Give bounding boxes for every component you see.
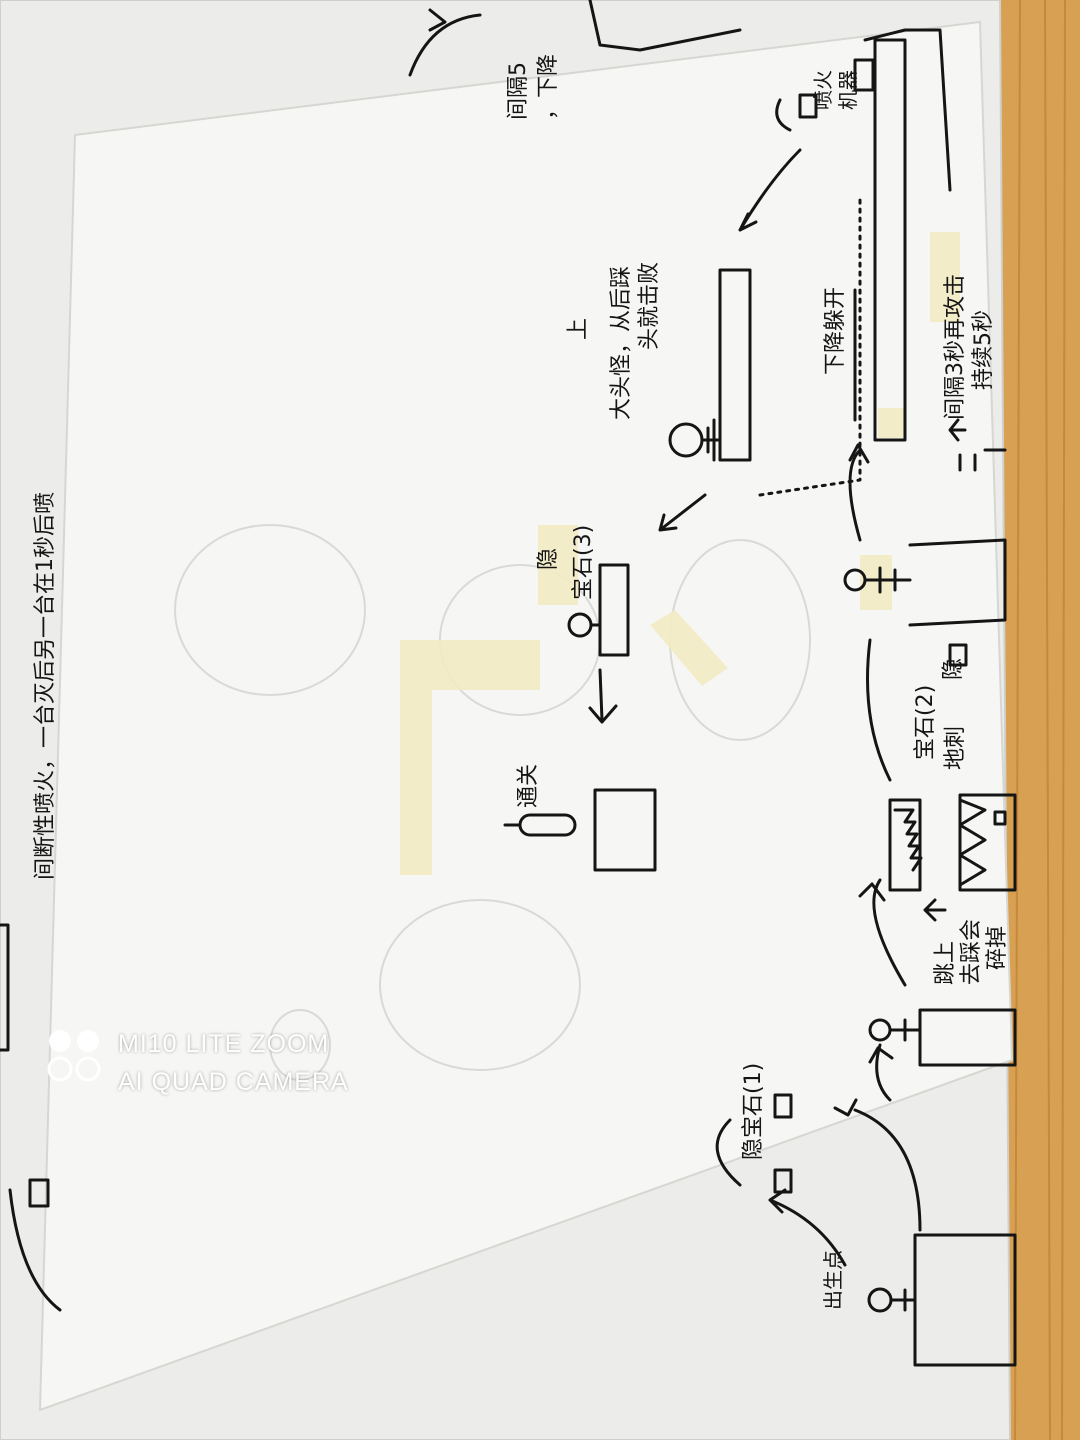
gem-block <box>948 643 968 667</box>
third-block <box>908 538 1007 627</box>
fire-gear-line2: 机器 <box>836 70 860 110</box>
back-note-right-2: ，下降 <box>536 54 561 120</box>
back-arrow <box>408 8 482 77</box>
floating-block-1 <box>773 1168 793 1194</box>
hidden-mark-2: 隐 <box>536 548 561 570</box>
wood-grain <box>1014 0 1066 1440</box>
back-curve <box>8 1188 62 1312</box>
back-note-right-1: 间隔5 <box>506 62 531 120</box>
goal-block <box>593 788 657 872</box>
back-small-box <box>28 1178 50 1208</box>
player-stick-figure-2 <box>868 1018 922 1042</box>
arrow-to-gem3 <box>658 493 707 532</box>
back-box-left <box>0 923 10 1052</box>
bighead-monster <box>668 418 720 462</box>
top-sheet <box>38 20 1014 1412</box>
bighead-line2: 头就击败 <box>637 262 662 350</box>
spikes-label: 地刺 <box>943 726 968 770</box>
watermark-line1: MI10 LITE ZOOM <box>118 1030 330 1058</box>
fire-gear-cap <box>863 28 952 192</box>
arc-arrow-3 <box>868 1043 894 1102</box>
breaking-cracks <box>893 808 923 872</box>
spike-lines-right <box>958 448 1007 472</box>
ink-sketch: 出生点 隐宝石(1) 跳上 去踩会 碎掉 宝石(2) 隐 地刺 宝石(3) 隐 … <box>0 0 1017 1367</box>
gem-2-label: 宝石(2) <box>913 685 938 760</box>
floating-block-2 <box>773 1093 793 1119</box>
bighead-line1: 大头怪，从后踩 <box>609 266 634 420</box>
gem-3-label: 宝石(3) <box>571 525 596 600</box>
player-stick-figure-4 <box>567 612 602 638</box>
fire-gear-bar <box>873 38 907 442</box>
fire-gear-arrow <box>775 98 792 132</box>
dotted-guide <box>758 198 862 497</box>
player-stick-figure <box>867 1287 917 1313</box>
jump-note-line1: 跳上 <box>933 941 958 985</box>
interval-line1: 间隔3秒再攻击 <box>943 274 968 420</box>
spike-tile <box>993 810 1007 826</box>
jump-note-line3: 碎掉 <box>985 926 1010 970</box>
interval-arrow <box>948 418 967 442</box>
arc-arrow-6 <box>866 638 892 782</box>
end-label: 通关 <box>516 764 541 808</box>
jump-note-line2: 去踩会 <box>959 919 984 985</box>
interval-line2: 持续5秒 <box>971 310 996 390</box>
down-label: 下降躲开 <box>823 287 848 375</box>
down-arrow <box>923 898 947 922</box>
back-note-left: 间断性喷火，一台灭后另一台在1秒后喷 <box>33 492 58 880</box>
spike-block <box>958 793 1017 892</box>
up-mark: 上 <box>566 318 591 340</box>
arrow-left <box>588 668 618 724</box>
curve-to-bighead <box>738 148 802 232</box>
fire-gear-line1: 喷火 <box>811 70 835 110</box>
second-block <box>918 1008 1017 1067</box>
wood-table <box>1000 0 1080 1440</box>
hidden-gem-1-label: 隐宝石(1) <box>741 1063 766 1160</box>
spawn-label: 出生点 <box>821 1250 845 1310</box>
spikes <box>958 798 987 887</box>
arc-arrow-1 <box>833 1098 922 1232</box>
camera-logo-icon <box>47 1030 101 1082</box>
arc-arrow-4 <box>715 1118 742 1187</box>
fire-gear-box <box>853 58 875 92</box>
watermark-line2: AI QUAD CAMERA <box>118 1068 349 1096</box>
gem3-platform <box>598 563 630 657</box>
arc-arrow-5 <box>858 878 907 987</box>
player-stick-figure-3 <box>843 566 912 594</box>
back-bracket <box>588 0 742 52</box>
hidden-mark: 隐 <box>941 658 966 680</box>
bighead-platform <box>718 268 752 462</box>
floating-block-3 <box>798 93 818 119</box>
